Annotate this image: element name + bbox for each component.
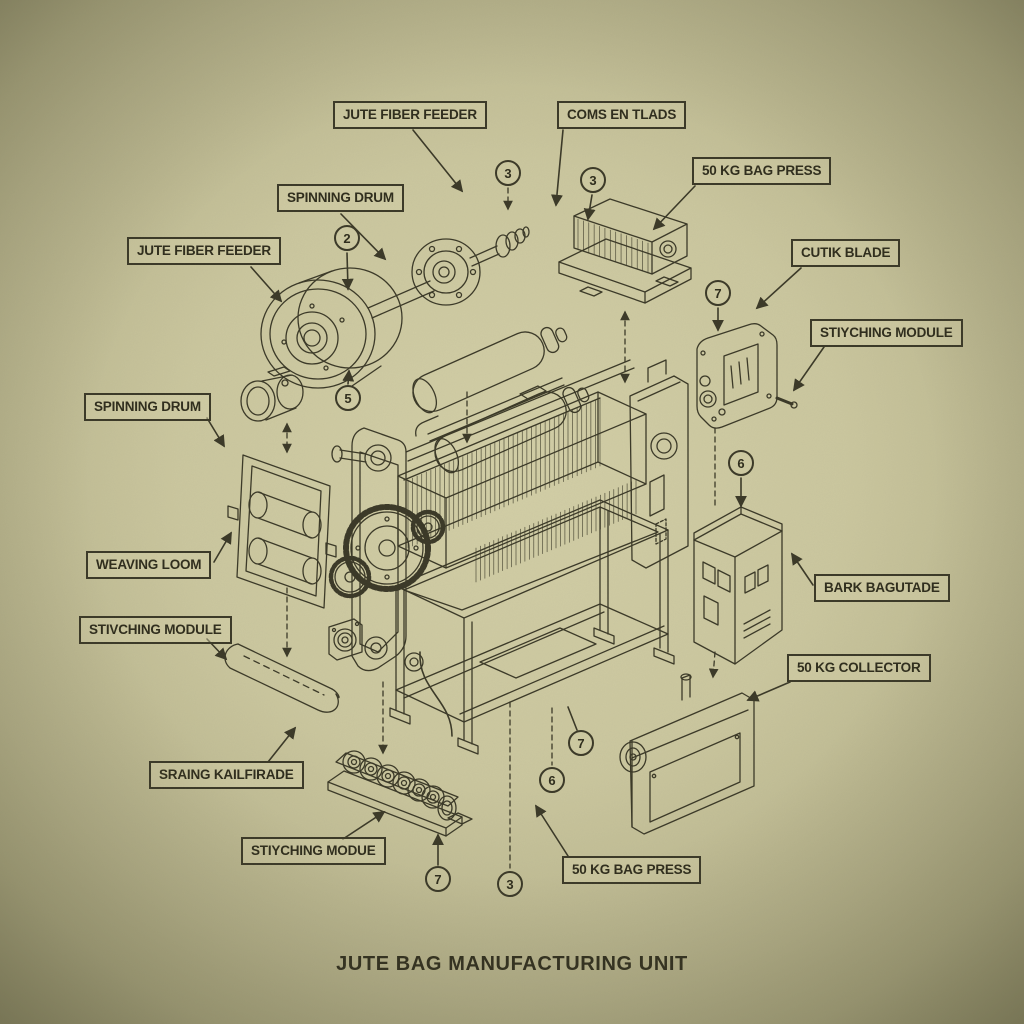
callout-6-center: 6 (539, 767, 565, 793)
machine-core (328, 359, 689, 755)
callout-7-right: 7 (705, 280, 731, 306)
label-spinning-drum-top: SPINNING DRUM (277, 184, 404, 212)
label-50kg-bag-press-top: 50 KG BAG PRESS (692, 157, 832, 185)
callout-3-top-left: 3 (495, 160, 521, 186)
part-chute (224, 643, 340, 713)
part-collector (619, 673, 755, 835)
label-stiyching-module-right: STIYCHING MODULE (810, 319, 963, 347)
label-spinning-drum-left: SPINNING DRUM (84, 393, 211, 421)
callout-3-top-right: 3 (580, 167, 606, 193)
diagram-title: JUTE BAG MANUFACTURING UNIT (336, 953, 688, 975)
callout-7-center: 7 (568, 730, 594, 756)
callout-3-bottom: 3 (497, 871, 523, 897)
label-sraing-kailfirade: SRAING KAILFIRADE (149, 761, 304, 789)
label-stivching-module-left: STIVCHING MODULE (79, 616, 232, 644)
label-jute-fiber-feeder-left: JUTE FIBER FEEDER (127, 237, 281, 265)
callout-2: 2 (334, 225, 360, 251)
label-50kg-collector: 50 KG COLLECTOR (787, 654, 931, 682)
part-slot-cabinet (693, 506, 783, 665)
label-50kg-bag-press-bottom: 50 KG BAG PRESS (562, 856, 702, 884)
label-jute-fiber-feeder-top: JUTE FIBER FEEDER (333, 101, 487, 129)
part-bobbin-rail (327, 750, 473, 837)
label-weaving-loom: WEAVING LOOM (86, 551, 212, 579)
part-comb-unit (558, 198, 692, 304)
part-shaft-clamp (240, 366, 304, 422)
part-control-panel (696, 323, 798, 429)
label-cutik-blade: CUTIK BLADE (791, 239, 901, 267)
callout-7-bottom: 7 (425, 866, 451, 892)
part-loom-frame (227, 454, 337, 609)
callout-6-right: 6 (728, 450, 754, 476)
label-stiyching-modue: STIYCHING MODUE (241, 837, 386, 865)
part-flange-block (328, 618, 363, 661)
callout-5: 5 (335, 385, 361, 411)
part-feed-rollers (412, 326, 590, 474)
label-bark-bagutade: BARK BAGUTADE (814, 574, 950, 602)
label-coms-en-tlads: COMS EN TLADS (557, 101, 687, 129)
part-spinning-drum (260, 226, 530, 389)
